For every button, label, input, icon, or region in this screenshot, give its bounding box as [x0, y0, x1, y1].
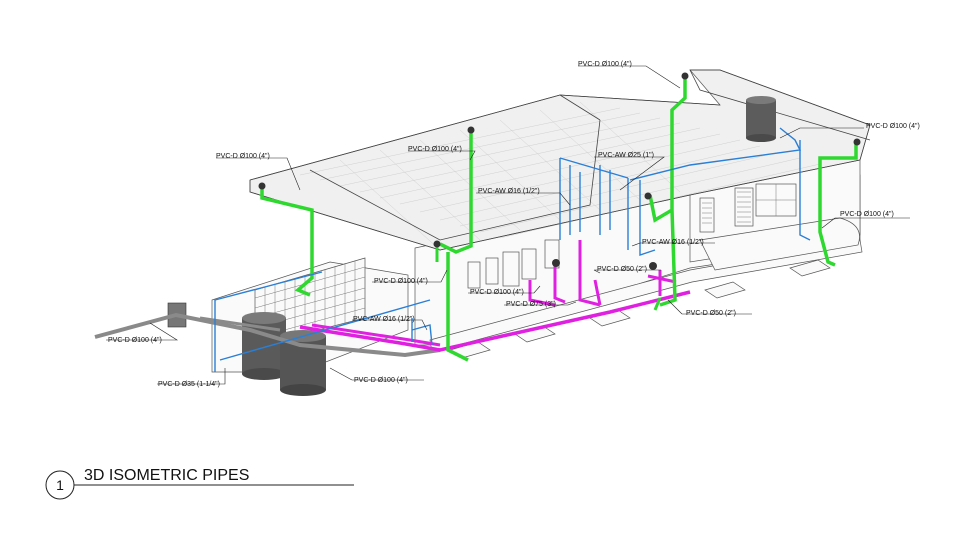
callout-aw16-top: PVC-AW Ø16 (1/2")	[478, 188, 540, 195]
pipes-underground	[94, 312, 441, 358]
callout-far-right-top: PVC-D Ø100 (4")	[866, 123, 920, 130]
roof-outlet-icon	[258, 182, 266, 190]
downpipe-left	[260, 186, 314, 297]
outlet-pipe	[94, 312, 441, 358]
roof-outlet-icon	[681, 72, 689, 80]
callout-aw25: PVC-AW Ø25 (1")	[598, 152, 654, 159]
sewer-main	[299, 290, 691, 352]
downpipe-roof-right	[648, 77, 687, 307]
pipes-water	[214, 127, 811, 372]
callout-roof-top-right: PVC-D Ø100 (4")	[578, 61, 632, 68]
floor-drain-icon	[552, 259, 560, 267]
callouts: PVC-D Ø100 (4") PVC-D Ø100 (4") PVC-D Ø1…	[108, 61, 920, 388]
roof-outlet-icon	[853, 138, 861, 146]
roof-outline	[249, 69, 871, 251]
tank-left	[242, 312, 286, 380]
view-title-text: 3D ISOMETRIC PIPES	[84, 467, 249, 484]
callout-d75: PVC-D Ø75 (3")	[506, 301, 556, 308]
water-tanks	[167, 96, 776, 396]
floor-drain-icon	[649, 262, 657, 270]
callout-tank-bottom: PVC-D Ø100 (4")	[354, 377, 408, 384]
roof-outlet-icon	[433, 240, 441, 248]
callout-d100-mid: PVC-D Ø100 (4")	[470, 289, 524, 296]
roof-outlet-icon	[644, 192, 652, 200]
windows	[467, 183, 797, 289]
downpipe-center	[439, 132, 473, 362]
view-number: 1	[56, 477, 64, 493]
callout-aw16-right: PVC-AW Ø16 (1/2")	[642, 239, 704, 246]
callout-d50-right: PVC-D Ø50 (2")	[686, 310, 736, 317]
callout-leaders	[106, 65, 910, 385]
callout-d35: PVC-D Ø35 (1-1/4")	[158, 381, 220, 388]
callout-aw16-left: PVC-AW Ø16 (1/2")	[353, 316, 415, 323]
downpipe-far-right	[818, 142, 858, 267]
pipes-drain	[258, 72, 861, 362]
callout-roof-center: PVC-D Ø100 (4")	[408, 146, 462, 153]
pipes-sewer	[299, 240, 691, 352]
view-title: 1 3D ISOMETRIC PIPES	[45, 467, 354, 500]
callout-roof-left: PVC-D Ø100 (4")	[216, 153, 270, 160]
callout-d50-mid: PVC-D Ø50 (2")	[597, 266, 647, 273]
foundation-pads	[449, 259, 831, 359]
callout-right-down: PVC-D Ø100 (4")	[840, 211, 894, 218]
callout-outlet-left: PVC-D Ø100 (4")	[108, 337, 162, 344]
callout-d100-left-mid: PVC-D Ø100 (4")	[374, 278, 428, 285]
roof-outlet-icon	[467, 126, 475, 134]
roof-tank	[746, 96, 776, 142]
